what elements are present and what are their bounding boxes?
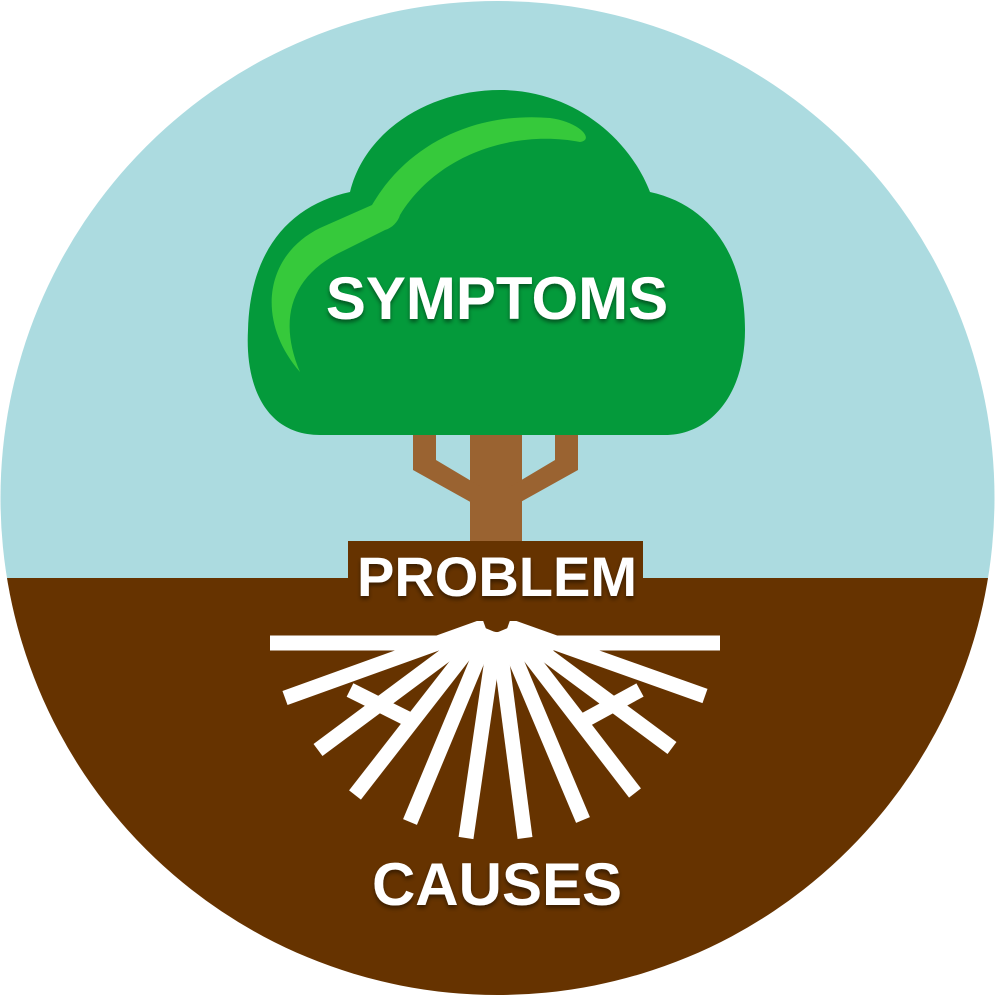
tree-foliage [247, 90, 745, 435]
tree-roots [270, 618, 720, 840]
problem-label: PROBLEM [357, 545, 637, 608]
causes-label: CAUSES [372, 851, 622, 918]
tree-trunk [413, 425, 578, 555]
foliage-highlight [271, 117, 586, 372]
problem-band [348, 541, 643, 621]
symptoms-label: SYMPTOMS [326, 265, 668, 332]
